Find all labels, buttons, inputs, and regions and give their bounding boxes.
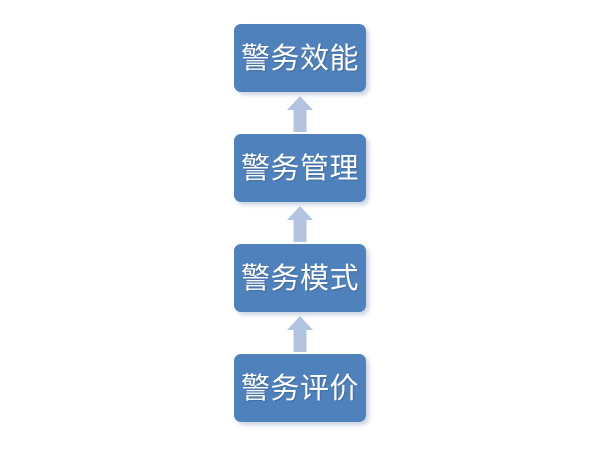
flow-node-label: 警务模式 xyxy=(240,260,359,295)
arrow-up-icon-management-to-efficiency xyxy=(287,96,313,132)
flow-node-label: 警务评价 xyxy=(240,370,359,405)
arrow-up-icon-evaluation-to-mode xyxy=(287,316,313,352)
flow-node-evaluation[interactable]: 警务评价 xyxy=(234,354,366,422)
flow-node-mode[interactable]: 警务模式 xyxy=(234,244,366,312)
flow-node-management[interactable]: 警务管理 xyxy=(234,134,366,202)
flow-node-label: 警务效能 xyxy=(240,40,359,75)
flow-node-efficiency[interactable]: 警务效能 xyxy=(234,24,366,92)
flow-node-label: 警务管理 xyxy=(240,150,359,185)
arrow-up-icon-mode-to-management xyxy=(287,206,313,242)
